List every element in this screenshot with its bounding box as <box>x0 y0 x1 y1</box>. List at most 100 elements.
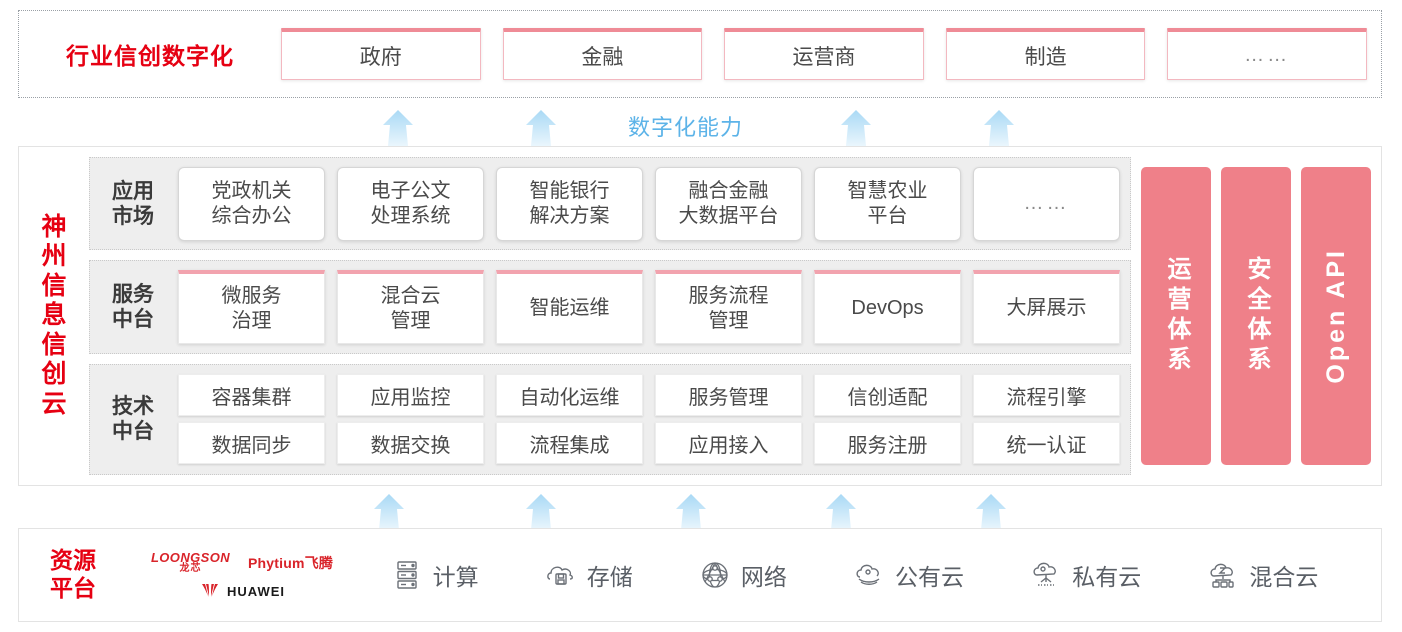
resource-item-network[interactable]: 网络 <box>698 558 787 592</box>
hybrid-cloud-icon <box>1206 558 1240 592</box>
public-cloud-icon <box>852 558 886 592</box>
industry-band: 行业信创数字化 政府 金融 运营商 制造 …… <box>18 10 1382 98</box>
resource-item-label: 网络 <box>740 564 787 590</box>
card-line2: 处理系统 <box>370 204 451 227</box>
pillar-group: 运营体系 安全体系 Open API <box>1141 157 1371 475</box>
app-card-smart-agriculture[interactable]: 智慧农业 平台 <box>814 166 961 241</box>
service-platform-cards: 微服务 治理 混合云 管理 智能运维 <box>178 270 1120 345</box>
app-card-more[interactable]: …… <box>973 166 1120 241</box>
tech-card-container-cluster[interactable]: 容器集群 <box>178 374 325 417</box>
capability-arrow-strip: 数字化能力 <box>0 104 1402 146</box>
app-market-label-line2: 市场 <box>112 204 154 228</box>
industry-card-government[interactable]: 政府 <box>281 28 481 80</box>
phytium-logo: Phytium飞腾 <box>248 554 334 571</box>
card-line2: 平台 <box>867 204 908 227</box>
loongson-logo-cn: 龙芯 <box>179 563 202 574</box>
vendor-row-1: LOONGSON 龙芯 Phytium飞腾 <box>151 551 333 574</box>
tech-card-service-mgmt[interactable]: 服务管理 <box>655 374 802 417</box>
tech-card-data-exchange[interactable]: 数据交换 <box>337 422 484 465</box>
resource-item-label: 混合云 <box>1249 564 1319 590</box>
industry-card-more[interactable]: …… <box>1167 28 1367 80</box>
vendor-row-2: HUAWEI <box>199 583 285 599</box>
resource-item-public-cloud[interactable]: 公有云 <box>852 558 964 592</box>
service-platform-band: 服务 中台 微服务 治理 混合云 管 <box>89 260 1131 354</box>
tech-card-process-integration[interactable]: 流程集成 <box>496 422 643 465</box>
pillar-security-system[interactable]: 安全体系 <box>1221 167 1291 465</box>
service-card-process-mgmt[interactable]: 服务流程 管理 <box>655 270 802 345</box>
huawei-logo-text: HUAWEI <box>227 583 285 599</box>
app-card-edoc-system[interactable]: 电子公文 处理系统 <box>337 166 484 241</box>
cloud-title-char: 息 <box>41 301 67 330</box>
industry-card-telecom[interactable]: 运营商 <box>724 28 924 80</box>
huawei-logo: HUAWEI <box>199 583 285 599</box>
tech-card-unified-auth[interactable]: 统一认证 <box>973 422 1120 465</box>
up-arrow-icon <box>976 108 1022 146</box>
up-arrow-icon <box>668 492 714 530</box>
resource-item-storage[interactable]: 存储 <box>544 558 633 592</box>
card-line1: 混合云 <box>380 284 441 307</box>
resource-item-hybrid-cloud[interactable]: 混合云 <box>1206 558 1318 592</box>
app-market-label: 应用 市场 <box>100 179 166 229</box>
tech-card-xinchuang-adaptation[interactable]: 信创适配 <box>814 374 961 417</box>
up-arrow-icon <box>375 108 421 146</box>
resource-item-label: 公有云 <box>895 564 965 590</box>
service-card-microservice-governance[interactable]: 微服务 治理 <box>178 270 325 345</box>
card-line1: 智能运维 <box>529 297 610 320</box>
tech-card-row-2: 数据同步 数据交换 流程集成 应用接入 服务注册 统一认证 <box>178 422 1120 465</box>
resource-item-label: 计算 <box>432 564 479 590</box>
tech-platform-label: 技术 中台 <box>100 394 166 444</box>
card-line1: 大屏展示 <box>1006 297 1087 320</box>
service-card-smart-ops[interactable]: 智能运维 <box>496 270 643 345</box>
cloud-title-char: 州 <box>41 242 67 271</box>
resource-item-private-cloud[interactable]: 私有云 <box>1029 558 1141 592</box>
industry-card-manufacturing[interactable]: 制造 <box>945 28 1146 80</box>
card-line2: 综合办公 <box>211 204 292 227</box>
up-arrow-icon <box>518 492 564 530</box>
up-arrow-icon <box>968 492 1014 530</box>
capability-label: 数字化能力 <box>628 115 744 140</box>
tech-card-data-sync[interactable]: 数据同步 <box>178 422 325 465</box>
app-card-smart-bank[interactable]: 智能银行 解决方案 <box>496 166 643 241</box>
loongson-logo-en: LOONGSON <box>150 550 230 565</box>
resource-platform-title: 资源 平台 <box>19 547 127 602</box>
huawei-flower-icon <box>199 583 221 599</box>
tech-card-app-access[interactable]: 应用接入 <box>655 422 802 465</box>
pillar-label: Open API <box>1321 248 1350 384</box>
tech-platform-cards: 容器集群 应用监控 自动化运维 服务管理 信创适配 流程引擎 数据同步 数据交换… <box>178 374 1120 465</box>
card-line2: 管理 <box>390 309 431 332</box>
service-card-dashboard[interactable]: 大屏展示 <box>973 270 1120 345</box>
resource-item-list: 计算 存储 <box>357 558 1381 592</box>
resource-item-label: 私有云 <box>1072 564 1142 590</box>
pillar-operations-system[interactable]: 运营体系 <box>1141 167 1211 465</box>
card-line2: 管理 <box>708 309 749 332</box>
service-card-hybrid-cloud-mgmt[interactable]: 混合云 管理 <box>337 270 484 345</box>
app-card-finance-bigdata[interactable]: 融合金融 大数据平台 <box>655 166 802 241</box>
card-line1: 智能银行 <box>529 179 610 202</box>
card-line1: 融合金融 <box>688 179 769 202</box>
resource-item-compute[interactable]: 计算 <box>390 558 479 592</box>
industry-card-finance[interactable]: 金融 <box>502 28 703 80</box>
tech-card-service-registry[interactable]: 服务注册 <box>814 422 961 465</box>
resource-item-label: 存储 <box>586 564 633 590</box>
tech-platform-band: 技术 中台 容器集群 应用监控 自动化运维 服务管理 信创适配 流程引擎 <box>89 363 1131 475</box>
service-label-line2: 中台 <box>112 308 154 332</box>
tech-card-automated-ops[interactable]: 自动化运维 <box>496 374 643 417</box>
cloud-title-char: 信 <box>41 271 67 300</box>
card-line2: 解决方案 <box>529 204 610 227</box>
network-icon <box>698 558 732 592</box>
up-arrow-icon <box>818 492 864 530</box>
card-line1: DevOps <box>851 297 924 320</box>
pillar-open-api[interactable]: Open API <box>1301 167 1371 465</box>
app-market-cards: 党政机关 综合办公 电子公文 处理系统 智能银行 <box>178 166 1120 241</box>
tech-card-process-engine[interactable]: 流程引擎 <box>973 374 1120 417</box>
cloud-title-char: 创 <box>41 360 67 389</box>
service-platform-label: 服务 中台 <box>100 282 166 332</box>
server-icon <box>390 558 424 592</box>
platform-rows: 应用 市场 党政机关 综合办公 电子公文 <box>89 157 1131 475</box>
app-market-band: 应用 市场 党政机关 综合办公 电子公文 <box>89 157 1131 251</box>
service-label-line1: 服务 <box>112 282 154 306</box>
app-card-party-gov-office[interactable]: 党政机关 综合办公 <box>178 166 325 241</box>
service-card-devops[interactable]: DevOps <box>814 270 961 345</box>
tech-card-app-monitoring[interactable]: 应用监控 <box>337 374 484 417</box>
